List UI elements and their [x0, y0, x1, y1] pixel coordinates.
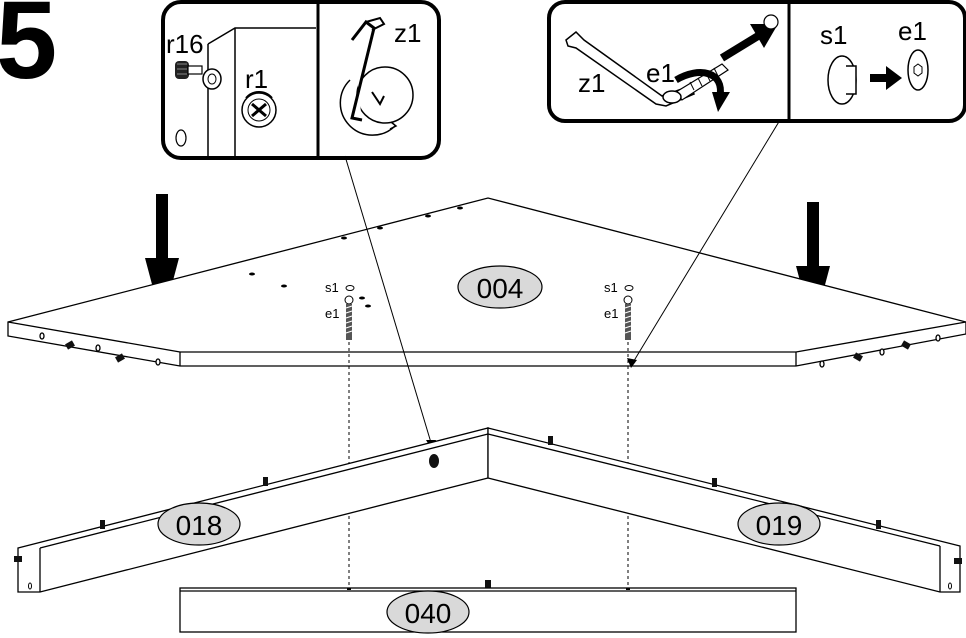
cap-arrow-icon: [870, 66, 902, 90]
drill-hole-icon: [175, 129, 187, 147]
side-panel-dowels: [14, 436, 962, 589]
label-e1-cap: e1: [898, 16, 927, 46]
cam-hole-icon: [429, 454, 439, 468]
panel-018: [17, 427, 489, 593]
target-hole-icon: [763, 14, 779, 30]
panel-004-dowels: [65, 340, 911, 363]
fastener-left-cap-label: s1: [325, 280, 339, 295]
label-z1-right: z1: [578, 68, 605, 98]
badge-040: 040: [386, 590, 470, 634]
fastener-left: s1 e1: [325, 280, 355, 340]
s1-cover-cap-icon: [827, 55, 857, 105]
r1-cam-lock-icon: [241, 91, 277, 128]
step-number: 5: [0, 0, 57, 102]
callout-left: r16 r1 z1: [161, 0, 441, 160]
side-panel-holes: [28, 582, 952, 590]
fastener-right-cap-label: s1: [604, 280, 618, 295]
badge-004-label: 004: [477, 273, 524, 304]
label-z1-left: z1: [394, 18, 421, 48]
badge-018: 018: [157, 502, 241, 546]
panel-040-marks: [347, 588, 630, 590]
badge-019-label: 019: [756, 510, 803, 541]
badge-019: 019: [737, 502, 821, 546]
rotate-arrow-icon: [674, 69, 724, 97]
panel-019: [487, 427, 961, 593]
r16-dowel-screw-icon: [175, 61, 222, 90]
label-r16: r16: [166, 29, 204, 59]
callout-right: z1 e1 s1 e1: [547, 0, 966, 123]
fastener-right-screw-label: e1: [604, 306, 618, 321]
panel-004-holes: [249, 206, 463, 308]
z1-tool-in-cam-icon: [339, 16, 414, 136]
badge-040-label: 040: [405, 598, 452, 629]
badge-018-label: 018: [176, 510, 223, 541]
fastener-right: s1 e1: [604, 280, 634, 340]
label-r1: r1: [245, 64, 268, 94]
panel-040: [179, 587, 797, 633]
label-e1-right: e1: [646, 58, 675, 88]
insert-arrow-icon: [750, 24, 778, 48]
leader-lines: [344, 119, 781, 447]
e1-screw-head-icon: [907, 49, 929, 91]
z1-allen-key-icon: [565, 30, 696, 107]
panel-corner-illustration: [207, 27, 316, 156]
fastener-left-screw-label: e1: [325, 306, 339, 321]
badge-004: 004: [457, 265, 543, 309]
alignment-guides: [348, 342, 629, 590]
label-s1: s1: [820, 20, 847, 50]
